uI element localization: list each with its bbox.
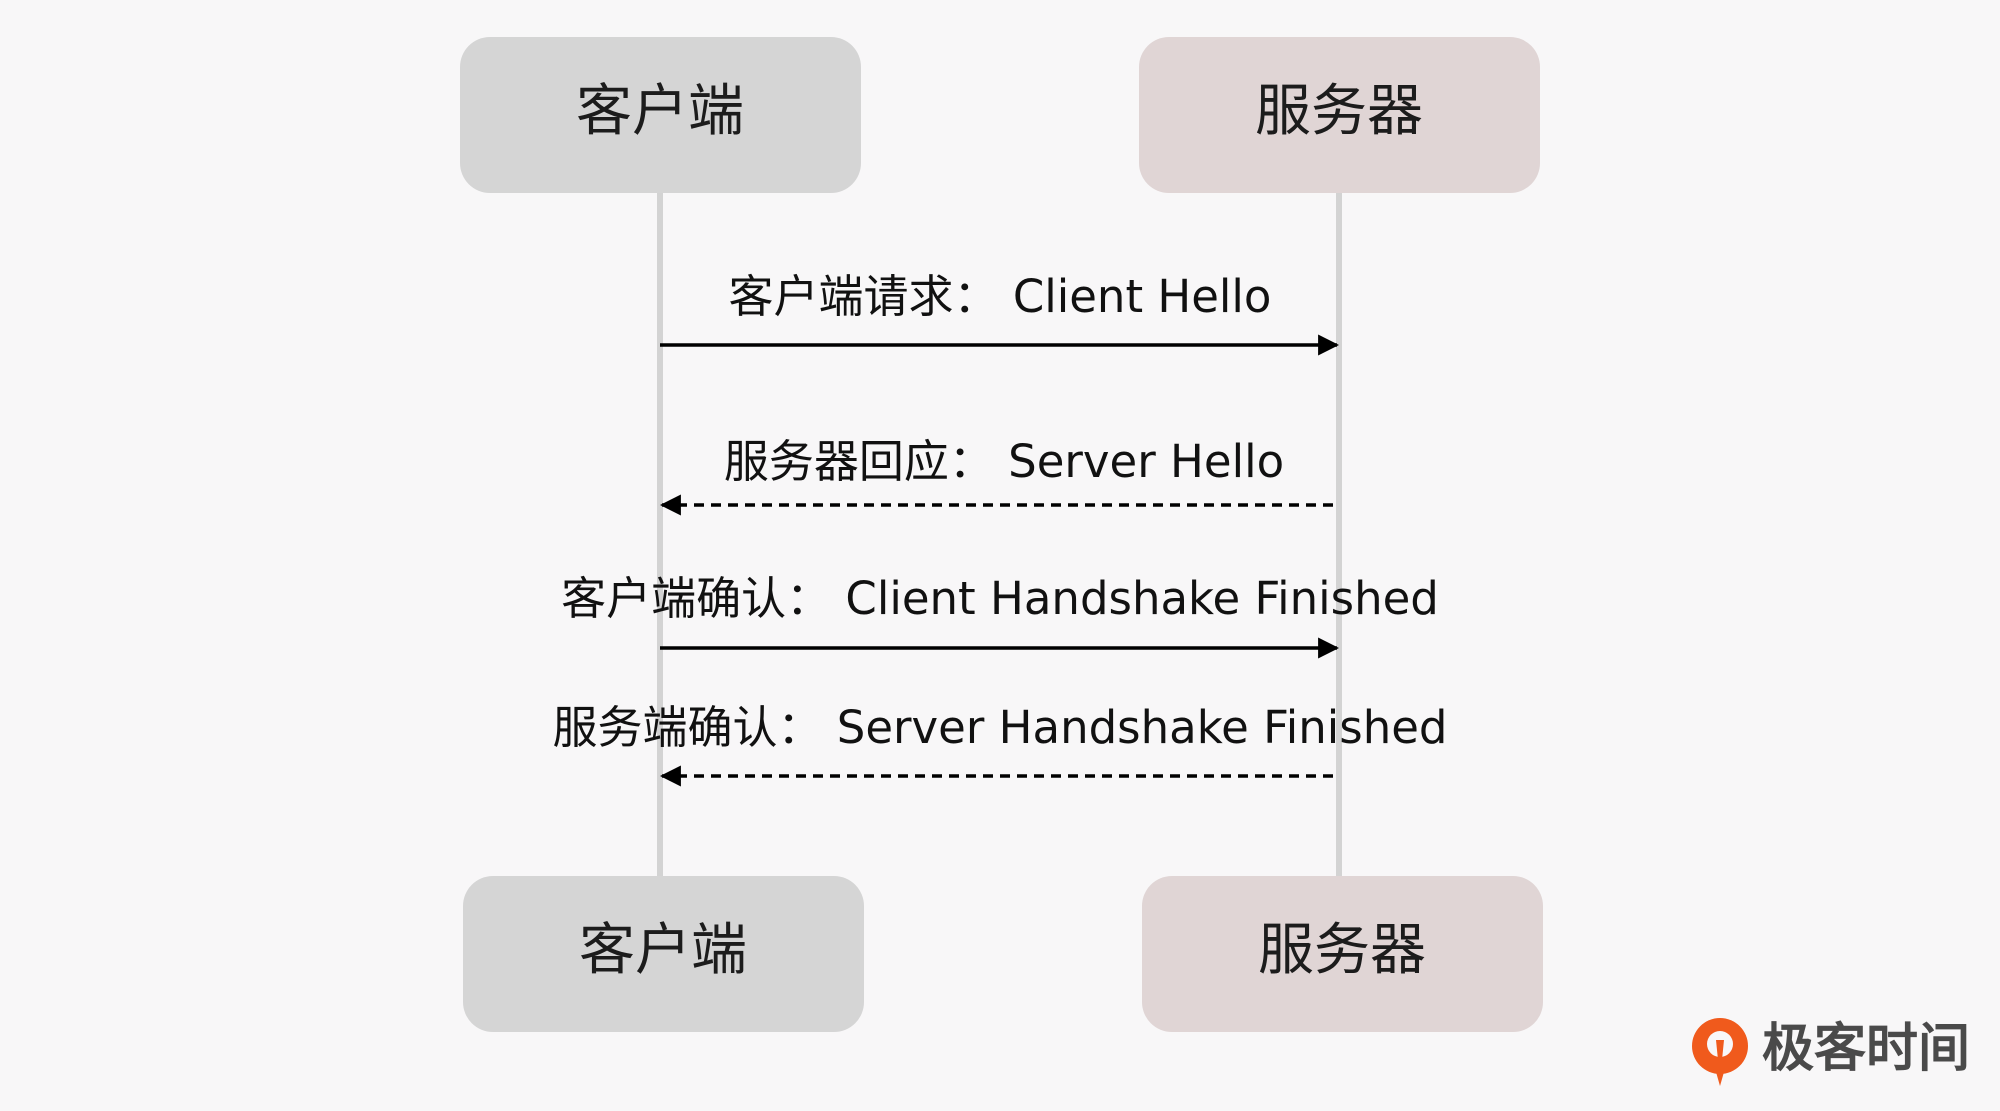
geektime-logo-icon <box>1692 1018 1748 1086</box>
client-box-top-label: 客户端 <box>576 79 744 144</box>
message-server-finished-label: 服务端确认： Server Handshake Finished <box>552 701 1447 754</box>
message-server-finished: 服务端确认： Server Handshake Finished <box>552 701 1448 787</box>
geektime-logo: 极客时间 <box>1692 1018 1970 1086</box>
server-box-bottom: 服务器 <box>1142 876 1543 1032</box>
message-server-hello: 服务器回应： Server Hello <box>659 435 1333 516</box>
message-client-hello: 客户端请求： Client Hello <box>660 270 1340 356</box>
client-box-bottom: 客户端 <box>463 876 864 1032</box>
client-box-bottom-label: 客户端 <box>579 918 747 983</box>
message-client-finished: 客户端确认： Client Handshake Finished <box>561 572 1439 659</box>
message-client-finished-label: 客户端确认： Client Handshake Finished <box>561 572 1439 625</box>
geektime-logo-text: 极客时间 <box>1762 1019 1970 1079</box>
message-client-hello-label: 客户端请求： Client Hello <box>729 270 1272 323</box>
message-server-hello-label: 服务器回应： Server Hello <box>724 435 1284 488</box>
server-box-top-label: 服务器 <box>1255 79 1423 144</box>
server-box-top: 服务器 <box>1139 37 1540 193</box>
server-box-bottom-label: 服务器 <box>1258 918 1426 983</box>
client-box-top: 客户端 <box>460 37 861 193</box>
